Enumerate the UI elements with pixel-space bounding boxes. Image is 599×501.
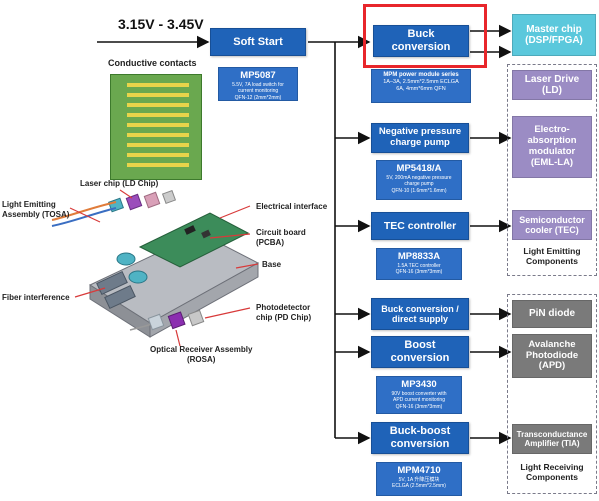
soft-start-ic: MP5087	[240, 70, 276, 81]
electrical-interface-label: Electrical interface	[256, 202, 328, 211]
tec-controller-label: TEC controller	[383, 219, 457, 232]
pin-diode-label: PiN diode	[528, 308, 576, 320]
tec-controller-desc: 1.5A TEC controller QFN-16 (3mm*3mm)	[395, 263, 443, 276]
tec-controller-block: TEC controller	[371, 212, 469, 240]
fiber-interference-label: Fiber interference	[2, 293, 70, 302]
laser-drive-label: Laser Drive (LD)	[524, 73, 580, 97]
buck-highlight-frame	[363, 4, 487, 68]
light-emitting-group-label: Light Emitting Components	[523, 246, 581, 267]
soft-start-block: Soft Start	[210, 28, 306, 56]
boost-ic: MP3430	[401, 379, 437, 390]
soft-start-label: Soft Start	[233, 35, 283, 48]
eml-target: Electro- absorption modulator (EML-LA)	[512, 116, 592, 178]
buck-boost-desc: 5V, 1A 升降压模块 ECLGA (2.5mm*2.5mm)	[392, 477, 446, 490]
buck-block: Buck conversion	[373, 25, 469, 57]
apd-label: Avalanche Photodiode (APD)	[525, 338, 579, 372]
boost-block: Boost conversion	[371, 336, 469, 368]
light-receiving-group	[507, 294, 597, 494]
negative-pump-block: Negative pressure charge pump	[371, 123, 469, 153]
optical-module-illustration	[88, 212, 260, 338]
negative-pump-desc: 5V, 200mA negative pressure charge pump …	[386, 175, 452, 194]
photodetector-chip-parts	[129, 310, 205, 331]
tia-target: Transconductance Amplifier (TIA)	[512, 424, 592, 454]
negative-pump-label: Negative pressure charge pump	[378, 126, 462, 148]
tosa-label: Light Emitting Assembly (TOSA)	[2, 200, 70, 219]
buck-boost-label: Buck-boost conversion	[389, 425, 451, 450]
soft-start-desc: 5.5V, 7A load switch for current monitor…	[232, 82, 284, 101]
soft-start-info: MP5087 5.5V, 7A load switch for current …	[218, 67, 298, 101]
tec-controller-info: MP8833A 1.5A TEC controller QFN-16 (3mm*…	[376, 248, 462, 280]
buck-desc: 1A–3A, 2.5mm*2.5mm ECLGA 6A, 4mm*6mm QFN	[383, 79, 459, 92]
pcba-label: Circuit board (PCBA)	[256, 228, 306, 247]
buck-label: Buck conversion	[391, 28, 451, 53]
buck-boost-block: Buck-boost conversion	[371, 422, 469, 454]
semiconductor-cooler-label: Semiconductor cooler (TEC)	[519, 214, 585, 235]
buck-direct-label: Buck conversion / direct supply	[381, 303, 459, 324]
semiconductor-cooler-target: Semiconductor cooler (TEC)	[512, 210, 592, 240]
negative-pump-info: MP5418/A 5V, 200mA negative pressure cha…	[376, 160, 462, 200]
boost-info: MP3430 90V boost converter with APD curr…	[376, 376, 462, 414]
pd-chip-label: Photodetector chip (PD Chip)	[256, 303, 312, 322]
laser-chip-parts	[108, 190, 177, 213]
laser-drive-target: Laser Drive (LD)	[512, 70, 592, 100]
boost-label: Boost conversion	[390, 339, 450, 364]
pin-diode-target: PiN diode	[512, 300, 592, 328]
light-receiving-group-label: Light Receiving Components	[520, 462, 584, 483]
apd-target: Avalanche Photodiode (APD)	[512, 334, 592, 378]
boost-desc: 90V boost converter with APD current mon…	[391, 391, 447, 410]
buck-info: MPM power module series 1A–3A, 2.5mm*2.5…	[371, 69, 471, 103]
rosa-label: Optical Receiver Assembly (ROSA)	[150, 345, 253, 364]
buck-direct-block: Buck conversion / direct supply	[371, 298, 469, 330]
master-chip-target: Master chip (DSP/FPGA)	[512, 14, 596, 56]
negative-pump-ic: MP5418/A	[396, 163, 442, 174]
tia-label: Transconductance Amplifier (TIA)	[516, 429, 588, 448]
buck-boost-info: MPM4710 5V, 1A 升降压模块 ECLGA (2.5mm*2.5mm)	[376, 462, 462, 496]
master-chip-label: Master chip (DSP/FPGA)	[525, 23, 583, 47]
laser-chip-label: Laser chip (LD Chip)	[80, 179, 159, 188]
eml-label: Electro- absorption modulator (EML-LA)	[527, 124, 577, 168]
base-label: Base	[262, 260, 282, 269]
tec-controller-ic: MP8833A	[397, 251, 441, 262]
input-voltage-label: 3.15V - 3.45V	[118, 16, 204, 32]
buck-boost-ic: MPM4710	[397, 465, 441, 476]
conductive-contacts-image	[110, 74, 202, 180]
conductive-contacts-label: Conductive contacts	[108, 58, 197, 68]
light-emitting-group	[507, 64, 597, 276]
buck-ic: MPM power module series	[383, 72, 459, 78]
